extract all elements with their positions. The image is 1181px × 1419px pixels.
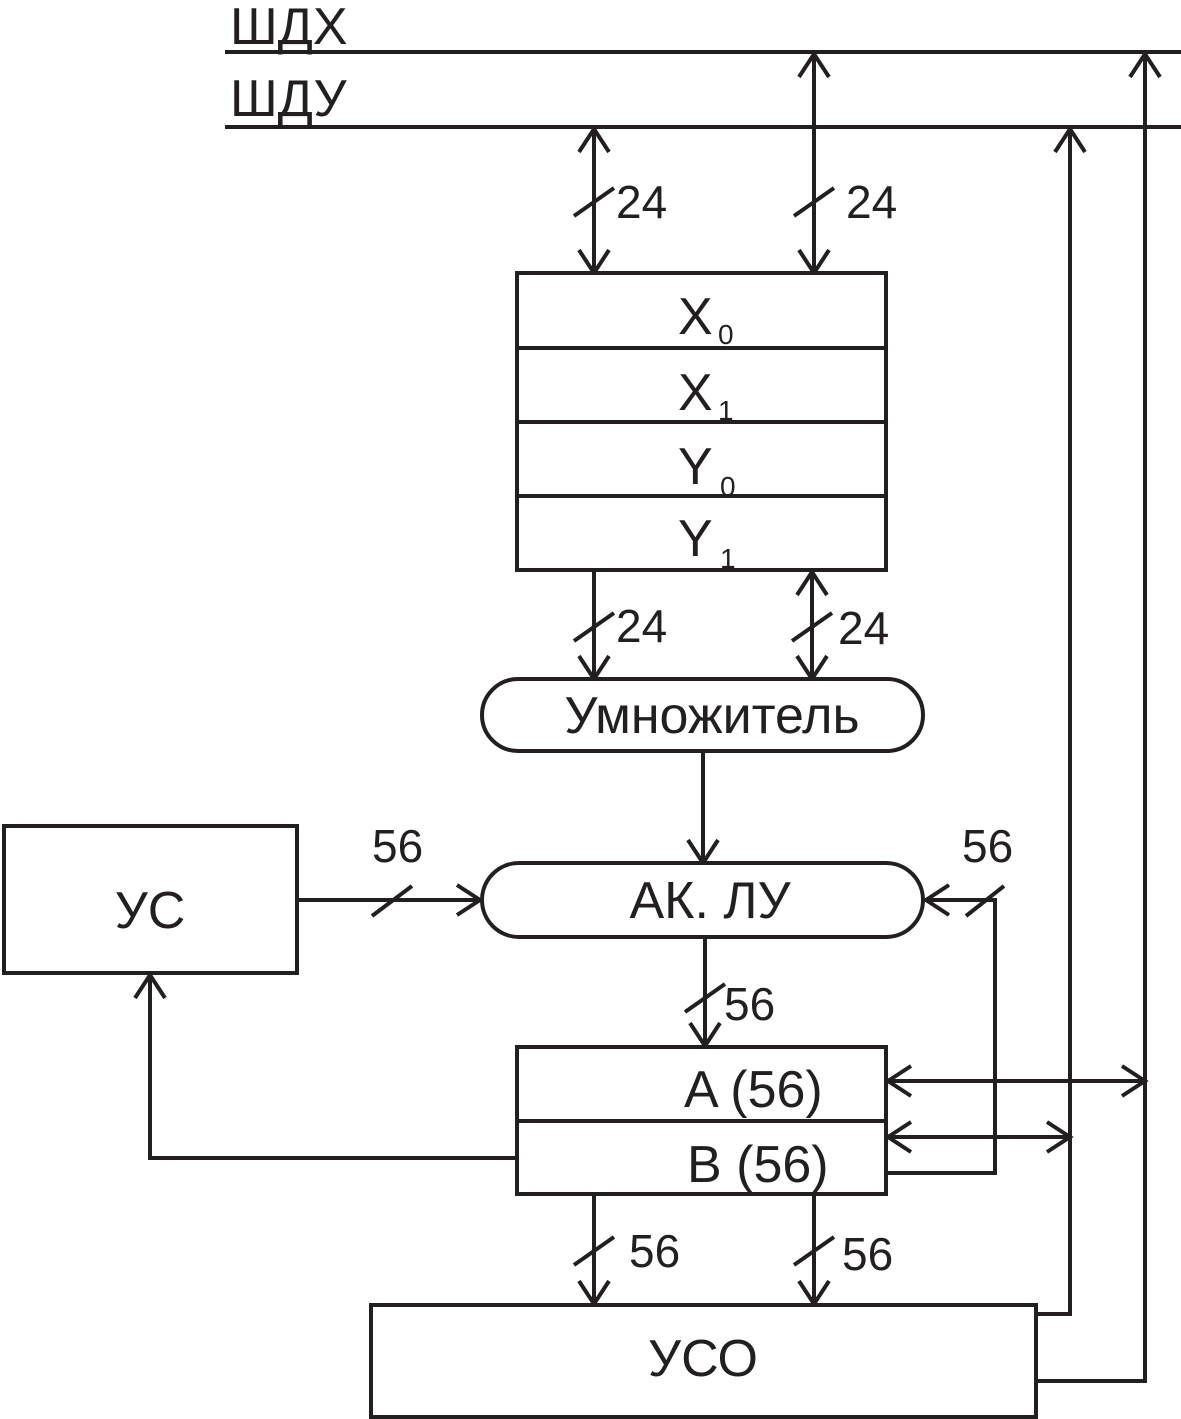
accumulator-b-label: B (56) xyxy=(687,1136,829,1194)
uso-to-y-bus-arrow xyxy=(1036,125,1087,1316)
accumulators: A (56) B (56) xyxy=(515,1045,888,1196)
bus-width-label: 56 xyxy=(724,978,775,1030)
alu-label: АК. ЛУ xyxy=(629,872,791,930)
register-x1: X 1 xyxy=(678,364,734,426)
bus-width-label: 24 xyxy=(846,176,897,228)
register-letter: Y xyxy=(678,438,713,496)
register-y0: Y 0 xyxy=(678,438,736,502)
x-bus-label: ШДХ xyxy=(230,0,348,56)
uso-label: УСО xyxy=(648,1330,758,1388)
acc-b-to-y-bus-link xyxy=(884,1120,1074,1154)
acc-a-to-x-bus-link xyxy=(884,1064,1149,1098)
register-letter: Y xyxy=(678,510,713,568)
acc-to-uso-right-arrow: 56 xyxy=(792,1196,893,1308)
us-block: УС xyxy=(2,824,299,975)
feedback-to-alu-arrow: 56 xyxy=(886,820,1013,1175)
us-to-alu-arrow: 56 xyxy=(297,820,484,918)
register-index: 1 xyxy=(720,543,736,574)
bus-width-label: 24 xyxy=(838,602,889,654)
acc-to-us-arrow xyxy=(133,971,517,1160)
bus-width-label: 56 xyxy=(842,1228,893,1280)
alu-to-acc-arrow: 56 xyxy=(683,937,775,1050)
reg-to-mult-right-arrow: 24 xyxy=(790,568,889,683)
register-letter: X xyxy=(678,288,713,346)
alu-block: АК. ЛУ xyxy=(480,861,925,939)
register-index: 0 xyxy=(718,319,734,350)
mult-to-alu-arrow xyxy=(686,753,720,867)
multiplier-block: Умножитель xyxy=(480,677,925,753)
register-y1: Y 1 xyxy=(678,510,736,574)
register-letter: X xyxy=(678,364,713,422)
reg-to-mult-left-arrow: 24 xyxy=(572,570,667,683)
bus-to-reg-left-arrow: 24 xyxy=(572,125,667,277)
register-index: 1 xyxy=(718,395,734,426)
multiplier-label: Умножитель xyxy=(564,687,859,745)
uso-block: УСО xyxy=(369,1303,1038,1419)
x-bus: ШДХ xyxy=(225,0,1181,56)
y-bus: ШДУ xyxy=(225,70,1181,129)
register-x0: X 0 xyxy=(678,288,734,350)
us-label: УС xyxy=(115,882,186,940)
register-index: 0 xyxy=(720,471,736,502)
bus-width-label: 56 xyxy=(629,1225,680,1277)
bus-width-label: 24 xyxy=(616,176,667,228)
y-bus-label: ШДУ xyxy=(230,70,347,128)
bus-to-reg-right-arrow: 24 xyxy=(792,50,897,277)
bus-width-label: 24 xyxy=(616,600,667,652)
bus-width-label: 56 xyxy=(372,820,423,872)
uso-to-x-bus-arrow xyxy=(1036,50,1162,1383)
acc-to-uso-left-arrow: 56 xyxy=(572,1194,680,1308)
bus-width-label: 56 xyxy=(962,820,1013,872)
input-registers: X 0 X 1 Y 0 Y 1 xyxy=(515,271,888,574)
accumulator-a-label: A (56) xyxy=(684,1061,823,1119)
